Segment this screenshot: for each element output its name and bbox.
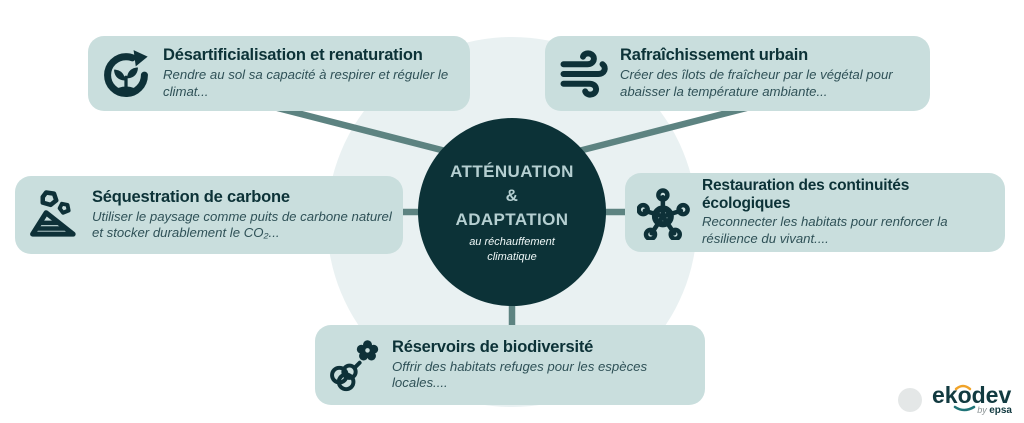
hub-title-line2: ADAPTATION	[455, 209, 569, 229]
card-description: Offrir des habitats refuges pour les esp…	[392, 358, 648, 391]
card-title: Désartificialisation et renaturation	[163, 46, 423, 65]
hub-subtitle-line1: au réchauffement	[469, 236, 555, 249]
logo-brand-text: ekodev	[932, 382, 1012, 408]
hub-title-line1: ATTÉNUATION	[450, 162, 574, 181]
logo-arcs	[953, 384, 976, 412]
bee-flower-icon	[330, 340, 379, 392]
card-description: Reconnecter les habitats pour renforcer …	[702, 214, 948, 247]
card-description: Utiliser le paysage comme puits de carbo…	[92, 208, 392, 241]
card-title: Séquestration de carbone	[92, 187, 290, 206]
logo-by-text: by	[977, 405, 990, 415]
central-hub-circle: ATTÉNUATION & ADAPTATION au réchauffemen…	[418, 118, 606, 306]
card-description: Créer des îlots de fraîcheur par le végé…	[620, 67, 893, 99]
card-title: Rafraîchissement urbain	[620, 46, 808, 65]
bee-glyph	[330, 360, 362, 392]
card-sequestration: Séquestration de carbone Utiliser le pay…	[15, 176, 403, 254]
renaturation-cycle-icon	[104, 49, 148, 97]
card-description: Rendre au sol sa capacité à respirer et …	[163, 67, 449, 99]
hub-subtitle-line2: climatique	[487, 250, 537, 263]
logo-gray-dot	[898, 388, 922, 412]
flower-glyph	[356, 340, 379, 361]
logo-epsa-text: epsa	[989, 405, 1012, 416]
wind-icon	[560, 49, 608, 98]
minerals-icon	[30, 190, 76, 237]
card-desartificialisation: Désartificialisation et renaturation Ren…	[88, 36, 470, 111]
card-restauration: Restauration des continuités écologiques…	[625, 173, 1005, 252]
ekodev-logo: ekodev by epsa	[932, 381, 1014, 416]
hub-ampersand: &	[505, 185, 519, 205]
card-rafraichissement: Rafraîchissement urbain Créer des îlots …	[545, 36, 930, 111]
card-title: Réservoirs de biodiversité	[392, 337, 594, 356]
card-biodiversite: Réservoirs de biodiversité Offrir des ha…	[315, 325, 705, 405]
network-nodes-icon	[637, 187, 690, 240]
logo-byline: by epsa	[932, 405, 1014, 416]
card-title: Restauration des continuités écologiques	[702, 176, 910, 212]
